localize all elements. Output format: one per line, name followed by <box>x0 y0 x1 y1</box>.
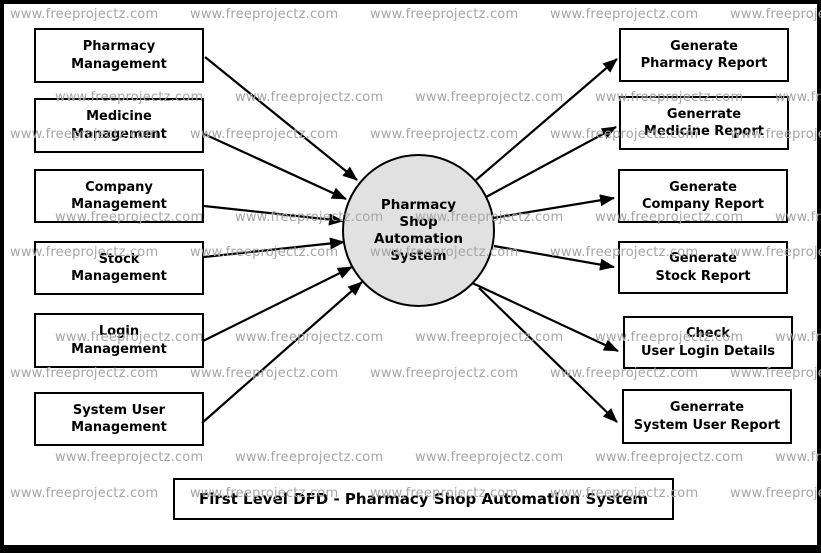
entity-generrate-system-user-report: Generrate System User Report <box>622 389 792 444</box>
entity-label-line: Generrate <box>669 400 745 415</box>
arrow-medicine-management-to-process <box>203 132 347 201</box>
arrow-stock-management-to-process <box>203 237 345 259</box>
entity-label-line: Generate <box>670 38 738 54</box>
entity-check-user-login-details: Check User Login Details <box>623 316 793 369</box>
entity-label-line: System User Report <box>633 417 781 433</box>
entity-label-line: Login <box>98 324 140 339</box>
arrow-system-user-management-to-process <box>201 281 363 424</box>
entity-label-line: Pharmacy <box>82 39 156 54</box>
process-pharmacy-shop-automation-system: Pharmacy Shop Automation System <box>342 154 495 307</box>
entity-label-line: Management <box>71 269 167 284</box>
entity-label-line: Pharmacy Report <box>640 56 768 71</box>
entity-login-management: Login Management <box>34 313 204 368</box>
entity-pharmacy-management: Pharmacy Management <box>34 28 204 83</box>
arrow-company-management-to-process <box>203 204 344 226</box>
entity-label-line: Generate <box>669 179 737 195</box>
entity-label-line: Management <box>71 126 167 142</box>
arrow-process-to-check-user-login-details <box>467 280 619 352</box>
arrow-process-to-generrate-system-user-report <box>478 287 618 423</box>
entity-label-line: System User <box>72 402 166 418</box>
entity-label-line: Management <box>71 197 167 212</box>
arrow-login-management-to-process <box>202 266 353 342</box>
entity-generate-stock-report: Generate Stock Report <box>618 241 788 294</box>
process-label-line: Pharmacy <box>380 196 457 213</box>
arrow-process-to-generate-pharmacy-report <box>475 58 618 181</box>
entity-label-line: Generate <box>669 251 737 266</box>
entity-system-user-management: System User Management <box>34 392 204 446</box>
process-label-line: Automation <box>374 230 463 247</box>
entity-label-line: Generrate <box>666 106 742 122</box>
entity-label-line: Stock <box>98 251 140 267</box>
entity-label-line: Check <box>686 326 730 341</box>
entity-stock-management: Stock Management <box>34 241 204 295</box>
entity-company-management: Company Management <box>34 169 204 223</box>
arrow-process-to-generate-company-report <box>492 194 615 220</box>
arrow-process-to-generate-stock-report <box>493 244 615 271</box>
entity-generate-company-report: Generate Company Report <box>618 169 788 223</box>
entity-label-line: Management <box>71 420 167 435</box>
entity-label-line: Management <box>71 341 167 357</box>
diagram-title: First Level DFD - Pharmacy Shop Automati… <box>198 490 649 508</box>
diagram-title-box: First Level DFD - Pharmacy Shop Automati… <box>173 478 674 520</box>
entity-label-line: User Login Details <box>640 343 776 359</box>
arrow-pharmacy-management-to-process <box>204 56 358 181</box>
entity-label-line: Medicine Report <box>644 124 764 139</box>
entity-generate-pharmacy-report: Generate Pharmacy Report <box>619 28 789 82</box>
process-label-line: System <box>390 247 447 264</box>
entity-medicine-management: Medicine Management <box>34 98 204 153</box>
process-label-line: Shop <box>399 213 438 230</box>
entity-generrate-medicine-report: Generrate Medicine Report <box>619 96 789 150</box>
entity-label-line: Company <box>85 179 153 195</box>
entity-label-line: Management <box>71 56 167 72</box>
entity-label-line: Medicine <box>86 109 152 124</box>
entity-label-line: Company Report <box>641 197 765 212</box>
arrow-process-to-generrate-medicine-report <box>485 126 617 198</box>
entity-label-line: Stock Report <box>655 268 751 284</box>
